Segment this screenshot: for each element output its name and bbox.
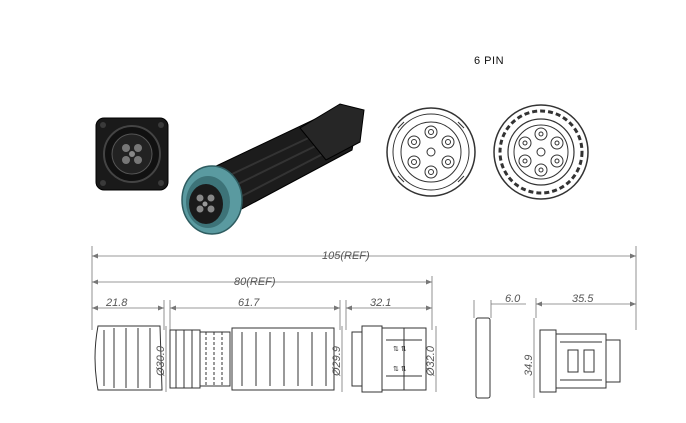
socket-face-pins [518,127,564,177]
plug-face-view [386,107,476,197]
svg-text:⇅ ⇅: ⇅ ⇅ [393,366,407,373]
dim-housing-diameter: Ø29.9 [331,346,343,377]
socket-side-drawing [475,317,621,399]
dim-plug-length: 32.1 [370,297,391,309]
dim-cable-gland-length: 21.8 [105,297,128,309]
dim-body-length: 80(REF) [234,276,276,288]
socket-face-view [493,104,589,200]
plug-face-pins [407,125,455,179]
cable-plug-render [181,103,365,235]
dim-housing-length: 61.7 [238,297,260,309]
dim-cable-gland-diameter: Ø30.0 [155,345,167,377]
dim-socket-length: 35.5 [572,293,594,305]
diameter-lines [165,318,535,398]
dim-panel-thickness: 6.0 [505,293,521,305]
dim-overall-length: 105(REF) [322,250,370,262]
dim-plug-diameter: Ø32.0 [425,345,437,377]
coupling-side-drawing: ⇅ ⇅ ⇅ ⇅ [351,325,427,393]
dim-socket-height: 34.9 [523,355,535,376]
pin-count-label: 6 PIN [474,55,505,67]
dimension-arrows [92,253,636,311]
svg-text:⇅ ⇅: ⇅ ⇅ [393,346,407,353]
plug-side-drawing [94,325,335,391]
dimension-lines [91,246,637,330]
panel-socket-render [95,117,169,191]
